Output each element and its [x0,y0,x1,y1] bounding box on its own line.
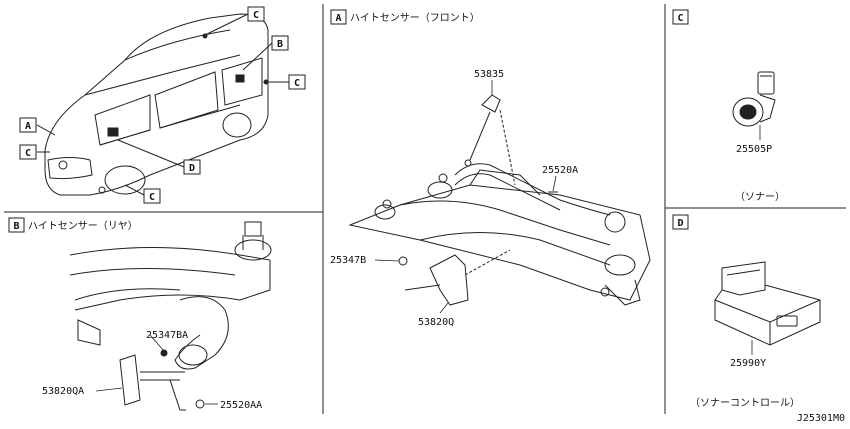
vehicle-callout-5: C [25,148,31,159]
section-b-leaders [95,334,218,405]
section-b-title: ハイトセンサー（リヤ） [28,220,138,232]
section-b-header: B ハイトセンサー（リヤ） [8,217,138,233]
vehicle-illustration [44,13,269,196]
section-b-letter: B [13,221,19,232]
label-25990Y: 25990Y [730,358,766,369]
label-25520AA: 25520AA [220,400,262,411]
vehicle-callout-1: C [253,10,259,21]
diagram-id: J25301M0 [797,413,845,424]
label-25505P: 25505P [736,144,772,155]
sonar-illustration [732,71,776,127]
section-c-caption: （ソナー） [735,191,785,203]
vehicle-callout-3: C [294,78,300,89]
label-25520A: 25520A [542,165,578,176]
vehicle-callout-2: B [277,39,283,50]
sonar-control-illustration [714,261,821,346]
vehicle-callout-7: C [149,192,155,203]
label-53835: 53835 [474,69,504,80]
section-d-caption: （ソナーコントロール） [690,397,800,409]
label-25347BA: 25347BA [146,330,188,341]
section-c-letter: C [677,13,683,24]
section-c-header: C [672,9,689,25]
section-a-header: A ハイトセンサー（フロント） [330,9,480,25]
label-25347B: 25347B [330,255,366,266]
panel-dividers [4,4,846,414]
label-53820QA: 53820QA [42,386,84,397]
rear-axle-illustration [69,221,272,411]
section-d-header: D [672,214,689,230]
vehicle-callouts: C B C A C D C [19,6,306,204]
section-a-letter: A [335,13,341,24]
section-a-title: ハイトセンサー（フロント） [350,12,480,24]
vehicle-callout-4: A [25,121,31,132]
front-subframe-illustration [348,94,651,306]
section-d-letter: D [677,218,683,229]
label-53820Q: 53820Q [418,317,454,328]
section-a-leaders [374,80,557,314]
vehicle-callout-6: D [189,163,195,174]
